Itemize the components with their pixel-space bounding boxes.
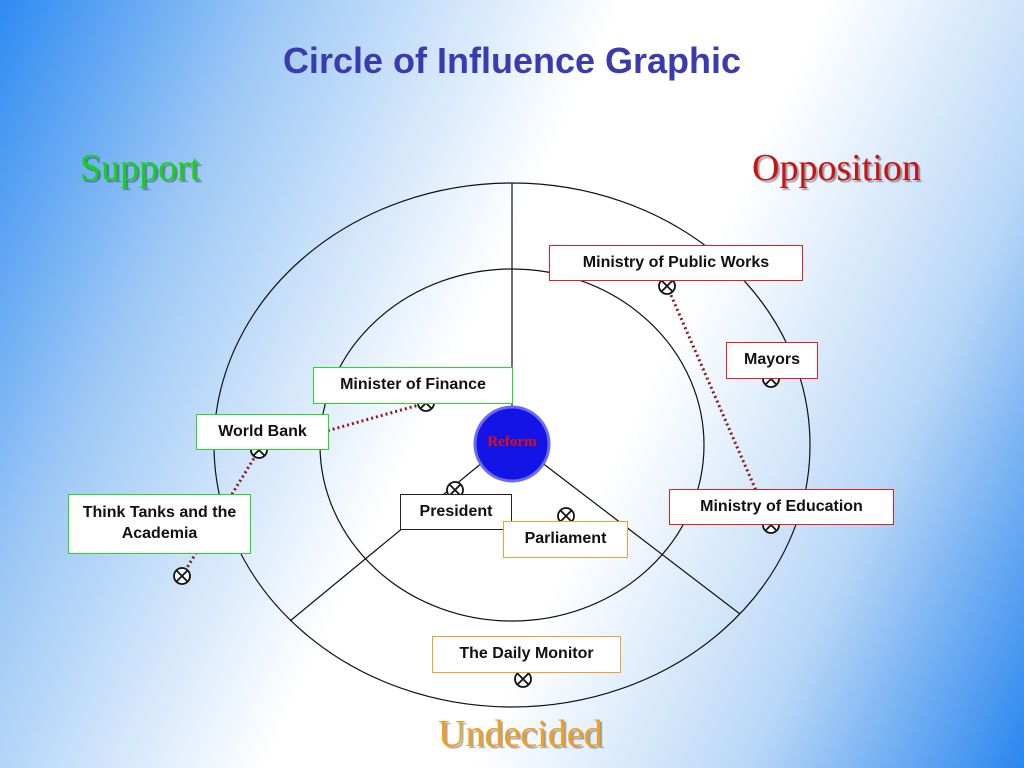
connector-opposition: [665, 285, 773, 526]
actor-world-bank: World Bank: [196, 414, 329, 450]
actor-parliament: Parliament: [503, 521, 628, 558]
opposition-label: Opposition: [752, 147, 921, 189]
reform-circle: [473, 405, 551, 483]
actor-ministry-education: Ministry of Education: [669, 489, 894, 525]
undecided-label: Undecided: [438, 713, 603, 755]
actor-think-tanks: Think Tanks and the Academia: [68, 494, 251, 554]
marker-daily-monitor-icon: [514, 670, 532, 688]
support-label: Support: [80, 147, 201, 189]
marker-parliament-icon: [557, 507, 575, 525]
marker-public-works-icon: [658, 277, 676, 295]
page-title: Circle of Influence Graphic: [282, 40, 742, 81]
connector-support: [180, 401, 427, 577]
actor-president: President: [400, 494, 512, 530]
actor-ministry-public-works: Ministry of Public Works: [549, 245, 803, 281]
divider-lower-right: [540, 461, 741, 615]
actor-daily-monitor: The Daily Monitor: [432, 636, 621, 673]
actor-minister-finance: Minister of Finance: [313, 367, 513, 404]
actor-mayors: Mayors: [726, 342, 818, 379]
reform-label: Reform: [487, 434, 537, 450]
marker-think-tanks-icon: [173, 567, 191, 585]
position-markers: [173, 277, 780, 688]
